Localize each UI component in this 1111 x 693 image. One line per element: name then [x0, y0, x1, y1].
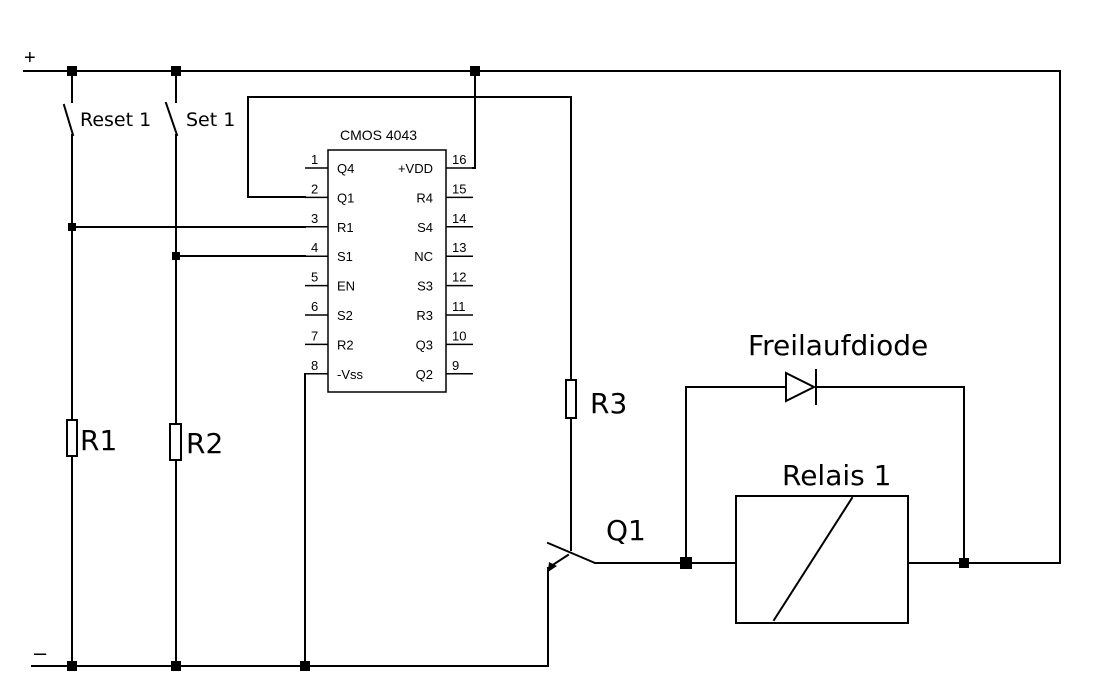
- ic-pin-name: NC: [414, 249, 433, 264]
- r3-resistor: [565, 379, 577, 419]
- r3-label: R3: [590, 387, 627, 420]
- r2-label: R2: [186, 427, 223, 460]
- ic-pin-name: Q4: [337, 161, 354, 176]
- ic-pin-name: R1: [337, 220, 354, 235]
- ic-body: [327, 149, 447, 393]
- junction-dot: [67, 66, 77, 76]
- junction-dot: [171, 66, 181, 76]
- r1-label: R1: [80, 424, 117, 457]
- r2-resistor: [169, 423, 182, 461]
- ic-pin-number: 15: [452, 181, 466, 196]
- ic-pin-number: 7: [311, 328, 318, 343]
- junction-dot: [171, 661, 181, 671]
- ic-pin-number: 13: [452, 240, 466, 255]
- junction-dot: [959, 558, 969, 568]
- ic-pin-name: S3: [417, 279, 433, 294]
- minus-label: –: [34, 640, 47, 665]
- ic-pin-name: Q2: [416, 367, 433, 382]
- transistor-label: Q1: [606, 514, 646, 547]
- ic-pin-number: 5: [311, 270, 318, 285]
- plus-label: +: [24, 47, 36, 69]
- ic-pin-name: +VDD: [398, 161, 433, 176]
- ic-pin-name: Q3: [416, 337, 433, 352]
- junction-dot: [680, 557, 692, 569]
- ic-pin-number: 14: [452, 211, 466, 226]
- set-switch-label: Set 1: [186, 109, 235, 131]
- diode-label: Freilaufdiode: [748, 329, 928, 362]
- ic-pin-number: 9: [452, 358, 459, 373]
- diode-left-wire: [685, 386, 787, 564]
- ic-pin-number: 1: [311, 152, 318, 167]
- transistor-bar: [546, 541, 597, 565]
- diode-triangle: [785, 371, 817, 403]
- junction-dot: [68, 223, 76, 231]
- relay-coil: [735, 495, 909, 624]
- transistor-arrow: [548, 562, 557, 572]
- ic-pin-number: 3: [311, 211, 318, 226]
- ic-pin-number: 4: [311, 240, 318, 255]
- ic-pin-number: 10: [452, 328, 466, 343]
- q1-output-wire: [247, 96, 572, 381]
- ic-title: CMOS 4043: [340, 127, 417, 143]
- ic-pin-name: S4: [417, 220, 433, 235]
- ic-pin-name: EN: [337, 279, 355, 294]
- diode-right-wire: [815, 386, 965, 564]
- ic-pin-name: R2: [337, 337, 354, 352]
- ic-pin-number: 6: [311, 299, 318, 314]
- ic-pin-number: 11: [452, 299, 466, 314]
- ic-pin-name: Q1: [337, 190, 354, 205]
- ic-pin-name: S1: [337, 249, 353, 264]
- ic-pin-name: -Vss: [337, 367, 364, 382]
- junction-dot: [67, 661, 77, 671]
- ic-pin-number: 8: [311, 358, 318, 373]
- reset-switch-blade: [62, 103, 75, 137]
- ic-pin-number: 12: [452, 270, 466, 285]
- reset-switch-label: Reset 1: [80, 109, 151, 131]
- junction-dot: [300, 661, 310, 671]
- ic-pin-number: 2: [311, 181, 318, 196]
- ic-pin-name: S2: [337, 308, 353, 323]
- junction-dot: [172, 252, 180, 260]
- ic-pin-name: R3: [416, 308, 433, 323]
- relay-coil-slash: [772, 496, 854, 622]
- r1-resistor: [66, 419, 78, 457]
- vdd-wire: [472, 70, 476, 169]
- set-switch-blade: [164, 101, 179, 137]
- ic-pin-number: 16: [452, 152, 466, 167]
- relay-label: Relais 1: [782, 459, 891, 492]
- junction-dot: [470, 66, 480, 76]
- ic-pin-name: R4: [416, 190, 433, 205]
